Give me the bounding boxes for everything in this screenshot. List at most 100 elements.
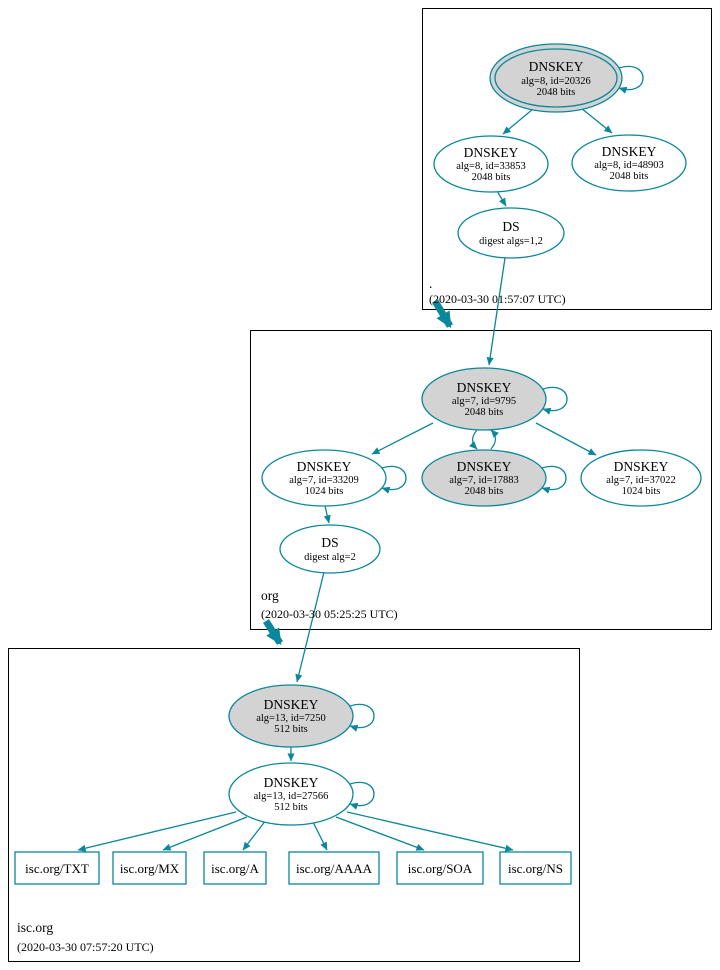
isc-record-txt-label: isc.org/TXT: [25, 861, 89, 876]
root-ds-title: DS: [502, 219, 519, 234]
isc-record-soa: isc.org/SOA: [396, 851, 484, 885]
isc-zsk-ellipse: [228, 762, 354, 826]
isc-zsk-detail2: 512 bits: [274, 802, 308, 813]
isc-record-mx: isc.org/MX: [112, 851, 187, 885]
isc-record-soa-box: [396, 851, 484, 885]
org-zone-label: org: [261, 588, 279, 603]
isc-record-soa-label: isc.org/SOA: [408, 861, 473, 876]
isc-record-aaaa: isc.org/AAAA: [288, 851, 380, 885]
edge-isc-zsk-to-txt: [77, 811, 237, 852]
org-zsk3-detail1: alg=7, id=37022: [606, 475, 676, 486]
root-zsk2-title: DNSKEY: [602, 144, 657, 159]
org-zsk3-detail2: 1024 bits: [622, 486, 661, 497]
isc-ksk-title: DNSKEY: [264, 697, 319, 712]
isc-record-ns: isc.org/NS: [499, 851, 572, 885]
root-zsk1-title: DNSKEY: [464, 145, 519, 160]
root-zone-label: .: [429, 276, 432, 291]
isc-zsk-node: DNSKEY alg=13, id=27566 512 bits: [228, 762, 354, 826]
edge-isc-zsk-to-mx: [162, 816, 248, 851]
isc-zone-label: isc.org: [17, 920, 53, 935]
edge-isc-zsk-self-sign: [349, 781, 375, 810]
root-zsk2-ellipse: [571, 134, 687, 192]
edge-isc-ksk-self-sign: [349, 703, 375, 732]
root-ksk-detail2: 2048 bits: [537, 87, 576, 98]
isc-ksk-detail2: 512 bits: [274, 724, 308, 735]
isc-record-ns-box: [499, 851, 572, 885]
org-zsk2-detail1: alg=7, id=17883: [449, 475, 519, 486]
root-ds-detail1: digest algs=1,2: [479, 236, 543, 247]
edge-org-ksk-to-zsk2: [469, 429, 478, 450]
isc-record-a-box: [203, 851, 267, 885]
isc-record-aaaa-box: [288, 851, 380, 885]
org-zsk1-title: DNSKEY: [297, 459, 352, 474]
org-ksk-detail1: alg=7, id=9795: [452, 396, 516, 407]
zone-box-isc-org: [8, 648, 580, 962]
org-ds-node: DS digest alg=2: [279, 524, 381, 574]
org-ksk-detail2: 2048 bits: [465, 407, 504, 418]
edge-root-ksk-to-zsk1: [502, 108, 534, 135]
org-ksk-node: DNSKEY alg=7, id=9795 2048 bits: [421, 367, 547, 431]
edge-org-zsk1-self-sign: [381, 465, 407, 494]
root-ksk-ellipse: [489, 43, 623, 113]
isc-record-a-label: isc.org/A: [211, 861, 259, 876]
root-zsk2-detail2: 2048 bits: [610, 171, 649, 182]
isc-record-a: isc.org/A: [203, 851, 267, 885]
edges-root-zone: [486, 65, 644, 366]
root-zsk1-node: DNSKEY alg=8, id=33853 2048 bits: [433, 135, 549, 193]
org-ds-detail1: digest alg=2: [304, 552, 356, 563]
isc-record-mx-label: isc.org/MX: [120, 861, 180, 876]
isc-zsk-title: DNSKEY: [264, 775, 319, 790]
root-ksk-inner-ellipse: [494, 48, 618, 108]
org-zsk1-ellipse: [261, 449, 387, 507]
root-ds-node: DS digest algs=1,2: [457, 207, 565, 259]
org-zsk2-detail2: 2048 bits: [465, 486, 504, 497]
zone-box-root: [422, 8, 712, 310]
root-zsk2-detail1: alg=8, id=48903: [594, 160, 664, 171]
edge-root-ksk-self-sign: [618, 65, 644, 94]
delegation-arrow-org-to-isc: [263, 619, 283, 646]
edge-org-ksk-to-zsk3: [535, 422, 597, 456]
org-zsk2-ellipse: [421, 449, 547, 507]
isc-zone-timestamp: (2020-03-30 07:57:20 UTC): [17, 940, 154, 954]
isc-record-mx-box: [112, 851, 187, 885]
isc-record-txt-box: [14, 851, 100, 885]
edge-org-zsk2-to-ksk: [490, 429, 499, 450]
edge-root-ksk-to-zsk2: [580, 107, 613, 134]
edges-isc-zone: [77, 703, 514, 852]
org-zsk1-detail1: alg=7, id=33209: [289, 475, 359, 486]
edge-isc-zsk-to-aaaa: [311, 819, 328, 851]
edge-root-zsk1-to-ds: [496, 190, 507, 207]
edge-org-ds-to-isc-ksk: [295, 571, 325, 683]
org-zsk3-node: DNSKEY alg=7, id=37022 1024 bits: [580, 449, 702, 507]
org-ksk-ellipse: [421, 367, 547, 431]
edges-org-zone: [295, 386, 597, 683]
edge-org-ksk-self-sign: [542, 386, 568, 415]
root-ksk-node: DNSKEY alg=8, id=20326 2048 bits: [489, 43, 623, 113]
edge-isc-zsk-to-soa: [335, 816, 425, 851]
edge-root-ds-to-org-ksk: [486, 257, 506, 366]
root-zsk2-node: DNSKEY alg=8, id=48903 2048 bits: [571, 134, 687, 192]
edge-isc-zsk-to-a: [242, 819, 267, 851]
isc-zsk-detail1: alg=13, id=27566: [254, 791, 329, 802]
edge-org-zsk2-self-sign: [541, 465, 567, 494]
root-ksk-title: DNSKEY: [529, 59, 584, 74]
root-zsk1-detail1: alg=8, id=33853: [456, 161, 526, 172]
root-zsk1-detail2: 2048 bits: [472, 172, 511, 183]
org-zsk1-node: DNSKEY alg=7, id=33209 1024 bits: [261, 449, 387, 507]
org-ksk-title: DNSKEY: [457, 380, 512, 395]
org-zone-timestamp: (2020-03-30 05:25:25 UTC): [261, 607, 398, 621]
edge-org-ksk-to-zsk1: [371, 422, 434, 455]
root-zone-timestamp: (2020-03-30 01:57:07 UTC): [429, 292, 566, 306]
root-zsk1-ellipse: [433, 135, 549, 193]
root-ds-ellipse: [457, 207, 565, 259]
org-ds-title: DS: [321, 535, 338, 550]
isc-ksk-ellipse: [228, 684, 354, 748]
isc-ksk-node: DNSKEY alg=13, id=7250 512 bits: [228, 684, 354, 748]
delegation-arrow-root-to-org: [431, 299, 454, 329]
org-zsk2-node: DNSKEY alg=7, id=17883 2048 bits: [421, 449, 547, 507]
isc-record-txt: isc.org/TXT: [14, 851, 100, 885]
isc-record-ns-label: isc.org/NS: [508, 861, 563, 876]
org-zsk3-title: DNSKEY: [614, 459, 669, 474]
